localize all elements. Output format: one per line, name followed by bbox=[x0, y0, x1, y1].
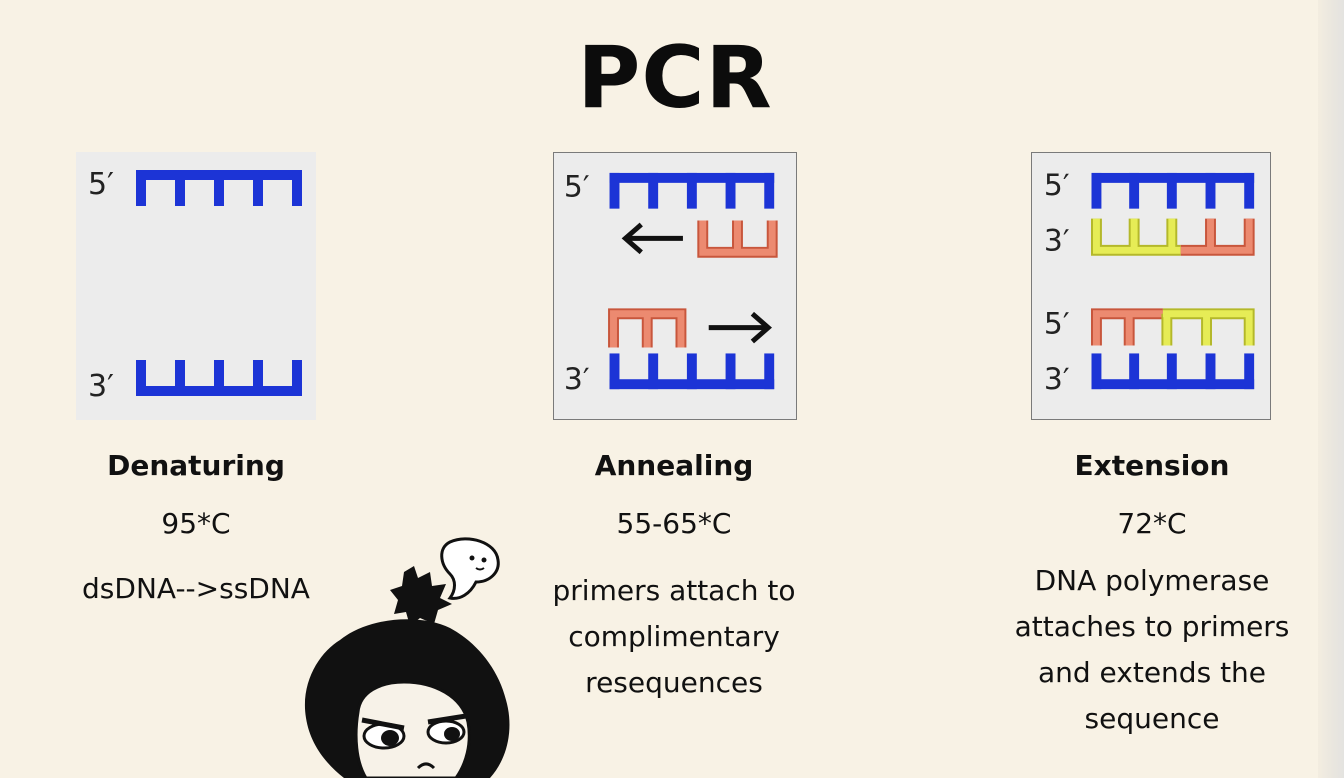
denaturing-svg: 5′ 3′ bbox=[88, 167, 302, 404]
stalk-shape bbox=[390, 566, 452, 626]
denaturing-title: Denaturing bbox=[107, 449, 285, 482]
denaturing-temperature: 95*C bbox=[161, 507, 231, 540]
denaturing-top-strand bbox=[136, 170, 302, 206]
extension-diagram: 5′ 3′ 5′ 3′ bbox=[1031, 152, 1271, 420]
annealing-description-line: resequences bbox=[585, 666, 763, 699]
denaturing-bottom-strand bbox=[136, 360, 302, 396]
annealing-description: primers attach to complimentary resequen… bbox=[524, 568, 824, 706]
annealing-top-primer bbox=[697, 220, 778, 258]
extension-column: Extension 72*C DNA polymerase attaches t… bbox=[1002, 440, 1302, 742]
extension-label-3prime-top: 3′ bbox=[1044, 223, 1070, 258]
extension-top-strand bbox=[1091, 172, 1255, 209]
face-shape bbox=[354, 680, 471, 778]
mascot-doodle bbox=[304, 537, 510, 778]
denaturing-column: Denaturing 95*C dsDNA-->ssDNA bbox=[46, 440, 346, 612]
extension-label-5prime-top: 5′ bbox=[1044, 168, 1070, 203]
arrow-left-icon bbox=[621, 222, 683, 255]
annealing-temperature: 55-65*C bbox=[616, 507, 732, 540]
annealing-top-strand bbox=[609, 172, 775, 209]
extension-temperature: 72*C bbox=[1117, 507, 1187, 540]
extension-top-new-strand bbox=[1091, 218, 1255, 256]
annealing-title: Annealing bbox=[594, 449, 754, 482]
page-title: PCR bbox=[577, 28, 773, 128]
denaturing-label-5prime: 5′ bbox=[88, 167, 114, 202]
annealing-svg: 5′ 3′ bbox=[564, 170, 778, 397]
denaturing-description: dsDNA-->ssDNA bbox=[82, 572, 310, 605]
extension-bottom-strand bbox=[1091, 353, 1255, 390]
extension-label-3prime-bottom: 3′ bbox=[1044, 362, 1070, 397]
extension-description-line: and extends the bbox=[1037, 656, 1267, 689]
annealing-label-5prime: 5′ bbox=[564, 170, 590, 205]
annealing-diagram: 5′ 3′ bbox=[553, 152, 797, 420]
annealing-label-3prime: 3′ bbox=[564, 362, 590, 397]
annealing-description-line: primers attach to bbox=[552, 574, 796, 607]
extension-description: DNA polymerase attaches to primers and e… bbox=[1002, 558, 1302, 742]
extension-label-5prime-bottom: 5′ bbox=[1044, 307, 1070, 342]
extension-description-line: DNA polymerase bbox=[1034, 564, 1270, 597]
annealing-bottom-primer bbox=[608, 308, 687, 348]
extension-svg: 5′ 3′ 5′ 3′ bbox=[1044, 168, 1255, 397]
extension-description-line: attaches to primers bbox=[1014, 610, 1290, 643]
annealing-bottom-strand bbox=[609, 353, 775, 390]
extension-title: Extension bbox=[1074, 449, 1230, 482]
annealing-column: Annealing 55-65*C primers attach to comp… bbox=[524, 440, 824, 706]
extension-description-line: sequence bbox=[1084, 702, 1220, 735]
denaturing-diagram: 5′ 3′ bbox=[76, 152, 316, 420]
annealing-description-line: complimentary bbox=[568, 620, 780, 653]
arrow-right-icon bbox=[708, 311, 772, 344]
ghost-shape bbox=[440, 537, 500, 600]
right-edge-strip bbox=[1318, 0, 1344, 778]
extension-bottom-new-strand bbox=[1091, 308, 1255, 346]
denaturing-label-3prime: 3′ bbox=[88, 369, 114, 404]
